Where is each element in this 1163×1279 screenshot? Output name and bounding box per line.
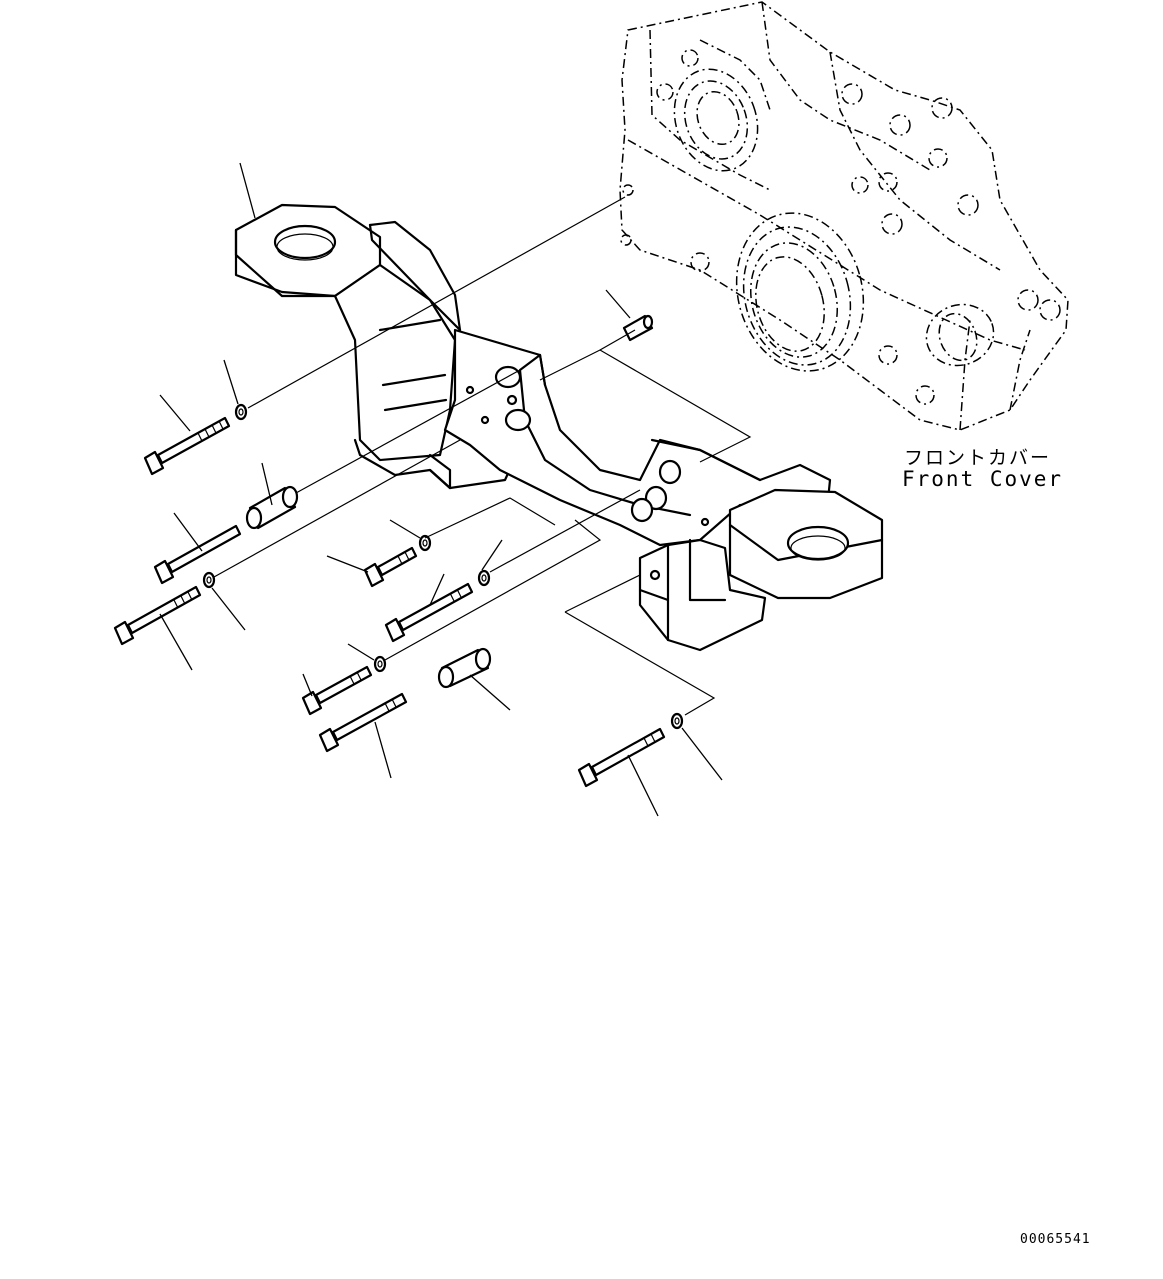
leader-lines xyxy=(159,162,723,817)
bolt-5 xyxy=(384,582,474,643)
front-cover-outline xyxy=(619,1,1069,431)
washer-2 xyxy=(202,571,216,589)
washer-3 xyxy=(418,534,432,552)
cover-lower-opening xyxy=(925,303,995,367)
washer-5 xyxy=(373,655,387,673)
washer-1 xyxy=(234,403,248,421)
support-bracket xyxy=(234,203,884,652)
cover-bolt-bosses xyxy=(620,49,1061,405)
assembly-lines xyxy=(213,196,752,716)
front-cover-label-jp: フロントカバー xyxy=(904,447,1052,469)
bolt-2 xyxy=(153,524,242,585)
bolt-4 xyxy=(363,546,418,588)
bolt-8 xyxy=(577,727,666,788)
spacer-upper xyxy=(245,485,299,530)
front-cover-label-en: Front Cover xyxy=(902,467,1064,491)
bolt-7 xyxy=(318,692,408,753)
bolt-1 xyxy=(143,416,231,476)
washer-6 xyxy=(670,712,684,730)
spacer-lower xyxy=(437,647,492,689)
cover-upper-opening xyxy=(673,68,759,172)
dowel-pin xyxy=(622,314,654,342)
drawing-id: 00065541 xyxy=(1020,1232,1091,1247)
washer-4 xyxy=(477,569,491,587)
cover-seal-opening xyxy=(735,212,865,372)
bolt-6 xyxy=(301,665,373,716)
bolt-3 xyxy=(113,585,202,646)
